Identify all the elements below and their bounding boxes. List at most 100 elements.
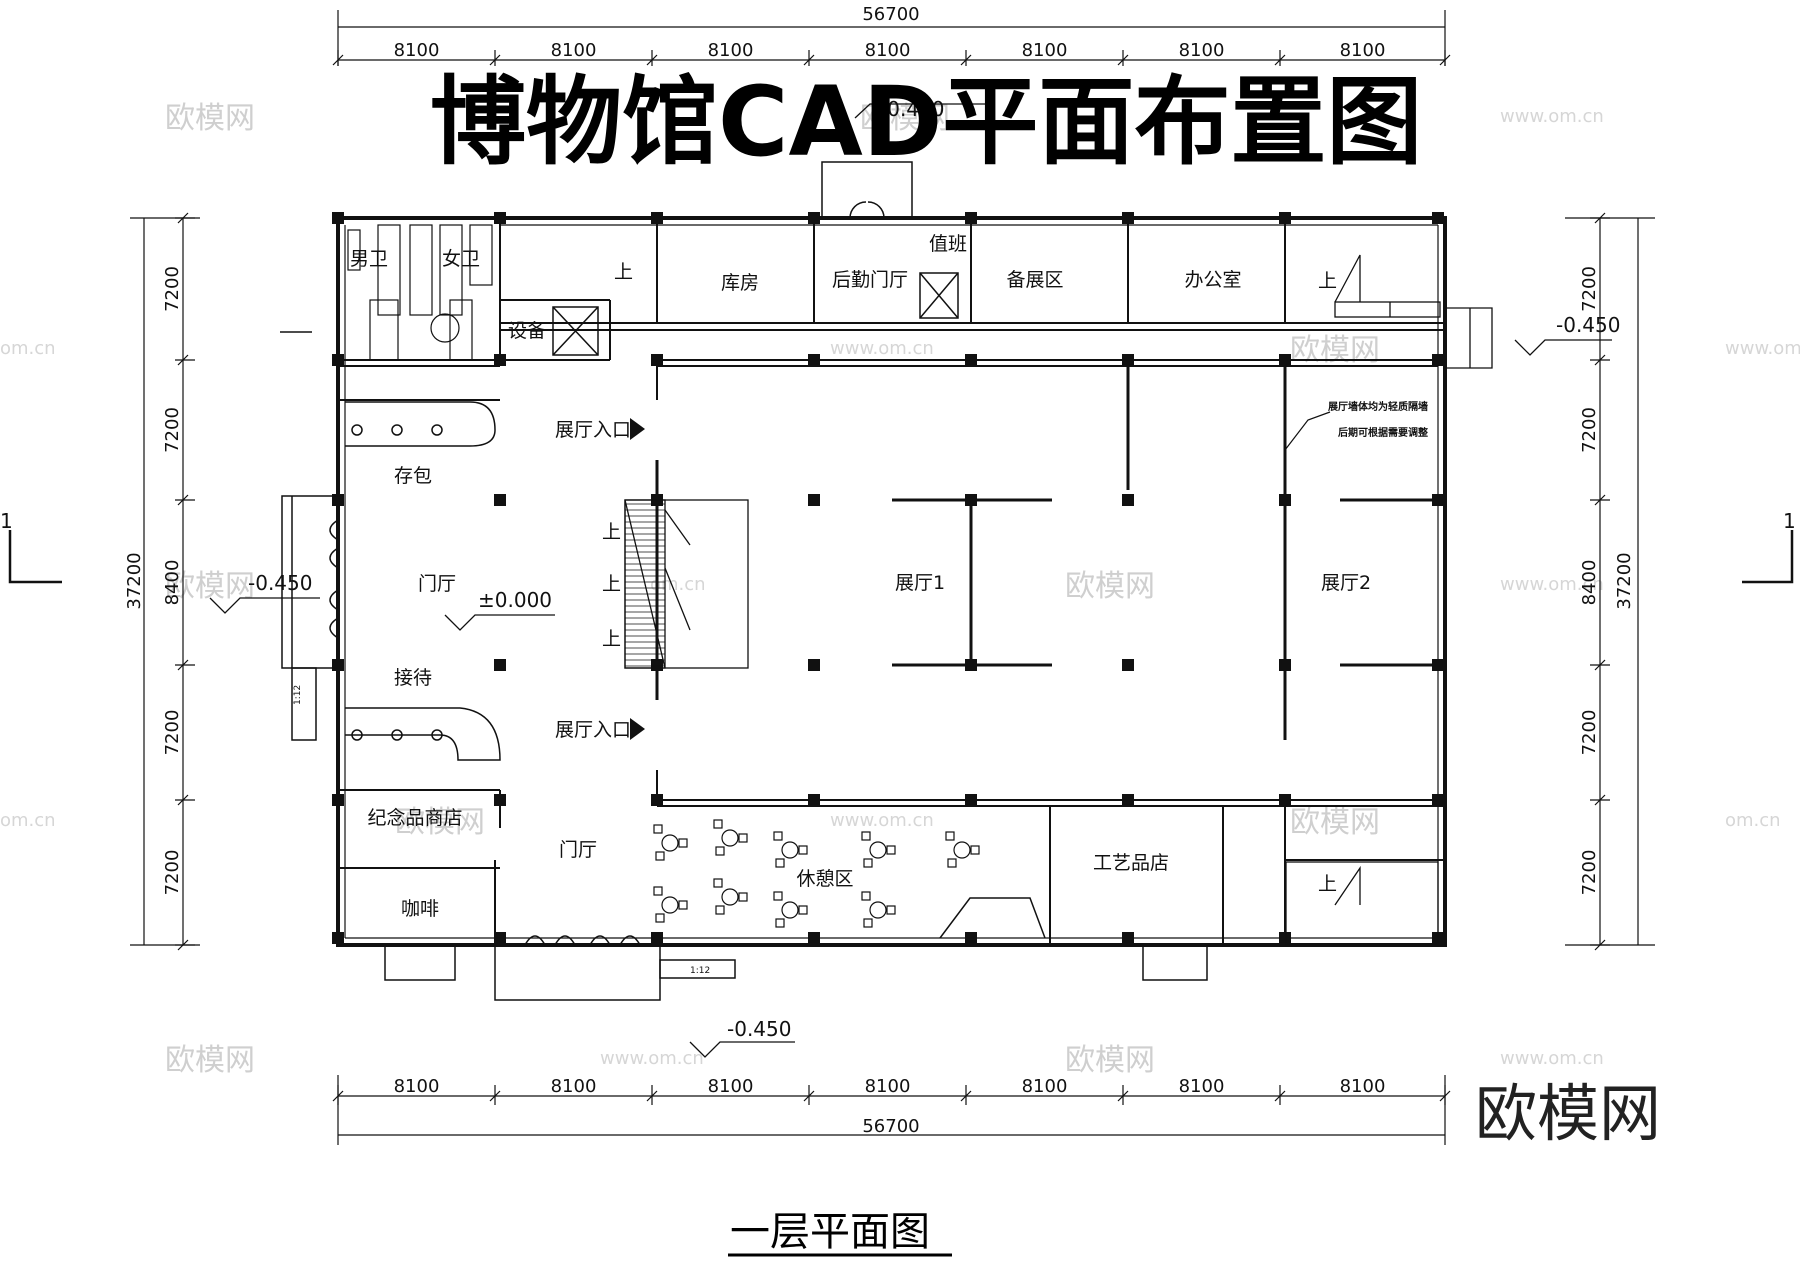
watermark-url: om.cn <box>1725 810 1781 831</box>
note-leader <box>1284 411 1331 451</box>
top-bay-dimension: 8100 <box>1022 40 1068 61</box>
bottom-bay-dimension: 8100 <box>708 1076 754 1097</box>
column <box>332 354 344 366</box>
column <box>1279 794 1291 806</box>
column <box>1432 354 1444 366</box>
room-label-cafe: 咖啡 <box>401 898 439 920</box>
south-entrance-porch <box>384 935 1208 1001</box>
top-bay-dimension: 8100 <box>1179 40 1225 61</box>
watermark: 欧模网 <box>1290 805 1380 840</box>
hall-level-marker <box>444 614 555 631</box>
east-level: -0.450 <box>1556 313 1620 337</box>
exhibition-entrance-label: 展厅入口 <box>555 719 631 741</box>
room-label-bag-check: 存包 <box>394 465 432 487</box>
stair-up-label: 上 <box>1318 873 1337 895</box>
room-label-rest-area: 休憩区 <box>796 868 853 890</box>
column <box>332 494 344 506</box>
column <box>965 659 977 671</box>
room-label-hall-2: 展厅2 <box>1321 572 1371 594</box>
column <box>1122 494 1134 506</box>
room-label-duty: 值班 <box>929 233 967 255</box>
partition-note-line-2: 后期可根据需要调整 <box>1338 426 1428 439</box>
column <box>1122 354 1134 366</box>
column <box>1432 494 1444 506</box>
level-markers <box>209 103 1612 1058</box>
exhibition-partitions <box>655 366 1438 740</box>
column <box>965 794 977 806</box>
room-label-logistics-hall: 后勤门厅 <box>832 269 908 291</box>
watermark-url: om.cn <box>0 810 56 831</box>
room-label-reception: 接待 <box>394 667 432 689</box>
column <box>332 659 344 671</box>
left-bay-dimension: 7200 <box>162 710 183 756</box>
cafe-table <box>945 831 980 868</box>
cafe-table <box>653 824 688 861</box>
room-label-craft-shop: 工艺品店 <box>1093 852 1169 874</box>
right-dimension-ticks <box>1590 212 1610 951</box>
column <box>808 212 820 224</box>
left-dimension-ticks <box>175 212 195 951</box>
room-label-storage: 库房 <box>721 272 759 294</box>
column <box>1279 212 1291 224</box>
east-stair-and-porch <box>1334 254 1493 369</box>
cafe-table <box>773 831 808 868</box>
top-bay-dimension: 8100 <box>551 40 597 61</box>
column <box>1279 932 1291 944</box>
cafe-table <box>861 891 896 928</box>
south-ramp-slope: 1:12 <box>690 966 710 976</box>
right-bay-dimension: 7200 <box>1579 710 1600 756</box>
section-mark-left: 1 <box>0 509 13 533</box>
room-label-lobby-lower: 门厅 <box>559 839 597 861</box>
section-marks <box>8 331 1794 584</box>
elevator-shafts <box>552 272 959 356</box>
column <box>1432 659 1444 671</box>
watermark: 欧模网 <box>860 101 950 136</box>
watermark-url: om.cn <box>650 574 706 595</box>
service-counters <box>345 401 501 761</box>
column <box>494 212 506 224</box>
interior-walls <box>338 218 1445 945</box>
watermark: 欧模网 <box>165 1043 255 1078</box>
watermark: 欧模网 <box>1065 1043 1155 1078</box>
column <box>651 794 663 806</box>
column <box>651 212 663 224</box>
right-bay-dimension: 7200 <box>1579 850 1600 896</box>
watermark-url: www.om.cn <box>600 1048 704 1069</box>
top-dimension-ticks <box>332 50 1451 66</box>
partition-note-line-1: 展厅墙体均为轻质隔墙 <box>1328 400 1428 413</box>
column <box>808 354 820 366</box>
stair-up-label: 上 <box>602 573 621 595</box>
watermark: 欧模网 <box>1065 569 1155 604</box>
column <box>808 932 820 944</box>
column <box>1279 354 1291 366</box>
top-total-dimension: 56700 <box>862 4 919 25</box>
column <box>651 932 663 944</box>
watermark-url: www.om.cn <box>1725 338 1800 359</box>
rest-area-tables <box>653 819 980 928</box>
column <box>1122 659 1134 671</box>
column <box>651 659 663 671</box>
left-bay-dimension: 7200 <box>162 850 183 896</box>
bottom-bay-dimension: 8100 <box>1340 1076 1386 1097</box>
left-bay-dimension: 7200 <box>162 266 183 312</box>
rest-area-platform <box>939 897 1046 939</box>
room-label-equipment: 设备 <box>508 320 546 342</box>
watermark: 欧模网 <box>165 101 255 136</box>
room-label-hall-1: 展厅1 <box>895 572 945 594</box>
column <box>332 212 344 224</box>
bottom-bay-dimension: 8100 <box>1022 1076 1068 1097</box>
watermark-url: www.om.cn <box>830 338 934 359</box>
north-porch <box>821 161 913 219</box>
entrance-arrow-icon <box>630 418 645 440</box>
restroom-fixtures <box>347 224 493 361</box>
room-label-women-wc: 女卫 <box>442 248 480 270</box>
bottom-bay-dimension: 8100 <box>394 1076 440 1097</box>
column <box>808 794 820 806</box>
central-stair-treads <box>625 503 665 667</box>
column <box>1122 794 1134 806</box>
watermark: 欧模网 <box>395 805 485 840</box>
